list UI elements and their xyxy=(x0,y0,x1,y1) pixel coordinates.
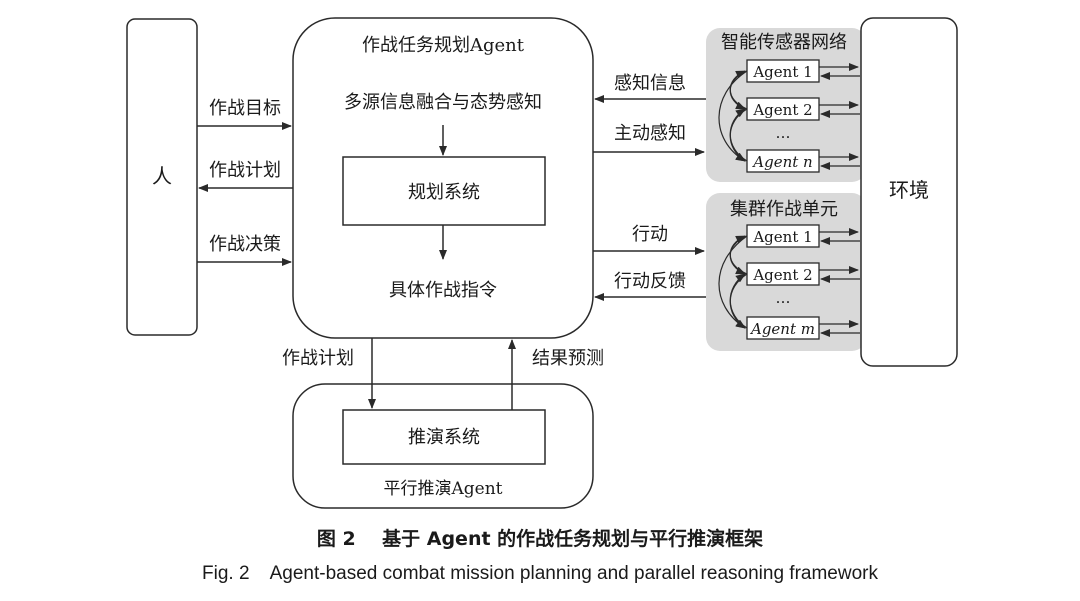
svg-text:Agent 2: Agent 2 xyxy=(752,266,812,284)
environment-label: 环境 xyxy=(889,178,929,202)
parallel-agent-node: 推演系统 平行推演Agent xyxy=(292,383,594,509)
parallel-agent-title: 平行推演Agent xyxy=(384,479,503,499)
person-node: 人 xyxy=(126,18,198,336)
person-label: 人 xyxy=(152,164,172,188)
combat-goal-label: 作战目标 xyxy=(209,98,281,119)
caption-en-text: Agent-based combat mission planning and … xyxy=(269,563,878,584)
caption-en-figure: Fig. 2 xyxy=(202,563,250,584)
deduction-system-label: 推演系统 xyxy=(408,427,480,448)
svg-text:Agent 2: Agent 2 xyxy=(752,101,812,119)
active-sensing-label: 主动感知 xyxy=(614,123,686,144)
result-up-label: 结果预测 xyxy=(532,348,604,369)
perception-info-label: 感知信息 xyxy=(614,73,686,94)
person-links: 作战目标 作战计划 作战决策 xyxy=(197,98,293,266)
deduction-system-box: 推演系统 xyxy=(342,409,546,465)
caption-cn-text: 基于 Agent 的作战任务规划与平行推演框架 xyxy=(382,528,764,550)
sensor-agent-1: Agent 1 xyxy=(746,59,820,83)
orders-label: 具体作战指令 xyxy=(389,280,497,301)
swarm-unit-group: 集群作战单元 Agent 1 Agent 2 … Agent m xyxy=(706,193,866,351)
svg-text:Agent 1: Agent 1 xyxy=(752,63,812,81)
swarm-agent-2: Agent 2 xyxy=(746,262,820,286)
sensor-network-title: 智能传感器网络 xyxy=(721,32,847,53)
sensor-agent-2: Agent 2 xyxy=(746,97,820,121)
swarm-unit-title: 集群作战单元 xyxy=(730,199,838,220)
planning-agent-node: 作战任务规划Agent 多源信息融合与态势感知 规划系统 具体作战指令 xyxy=(292,17,594,339)
sensor-agent-ellipsis: … xyxy=(776,124,791,142)
swarm-agent-m: Agent m xyxy=(746,316,820,340)
plan-down-label: 作战计划 xyxy=(282,348,354,369)
combat-plan-label: 作战计划 xyxy=(209,160,281,181)
svg-text:Agent m: Agent m xyxy=(749,320,815,338)
svg-text:Agent 1: Agent 1 xyxy=(752,228,812,246)
action-label: 行动 xyxy=(632,224,668,245)
svg-text:Agent n: Agent n xyxy=(751,153,812,171)
planning-agent-title: 作战任务规划Agent xyxy=(362,35,525,56)
caption-chinese: 图 2 基于 Agent 的作战任务规划与平行推演框架 xyxy=(0,524,1080,551)
caption-english: Fig. 2 Agent-based combat mission planni… xyxy=(0,563,1080,585)
sensor-network-group: 智能传感器网络 Agent 1 Agent 2 … Agent n xyxy=(706,28,866,182)
swarm-agent-ellipsis: … xyxy=(776,289,791,307)
fusion-label: 多源信息融合与态势感知 xyxy=(344,92,542,113)
environment-node: 环境 xyxy=(860,17,958,367)
action-feedback-label: 行动反馈 xyxy=(614,271,686,292)
framework-diagram: 人 作战任务规划Agent 多源信息融合与态势感知 规划系统 具体作战指令 作战… xyxy=(126,17,958,509)
planning-system-box: 规划系统 xyxy=(342,156,546,226)
caption-cn-figure: 图 2 xyxy=(316,528,356,550)
swarm-agent-1: Agent 1 xyxy=(746,224,820,248)
sensor-agent-n: Agent n xyxy=(746,149,820,173)
planning-system-label: 规划系统 xyxy=(408,182,480,203)
combat-decision-label: 作战决策 xyxy=(209,234,281,255)
